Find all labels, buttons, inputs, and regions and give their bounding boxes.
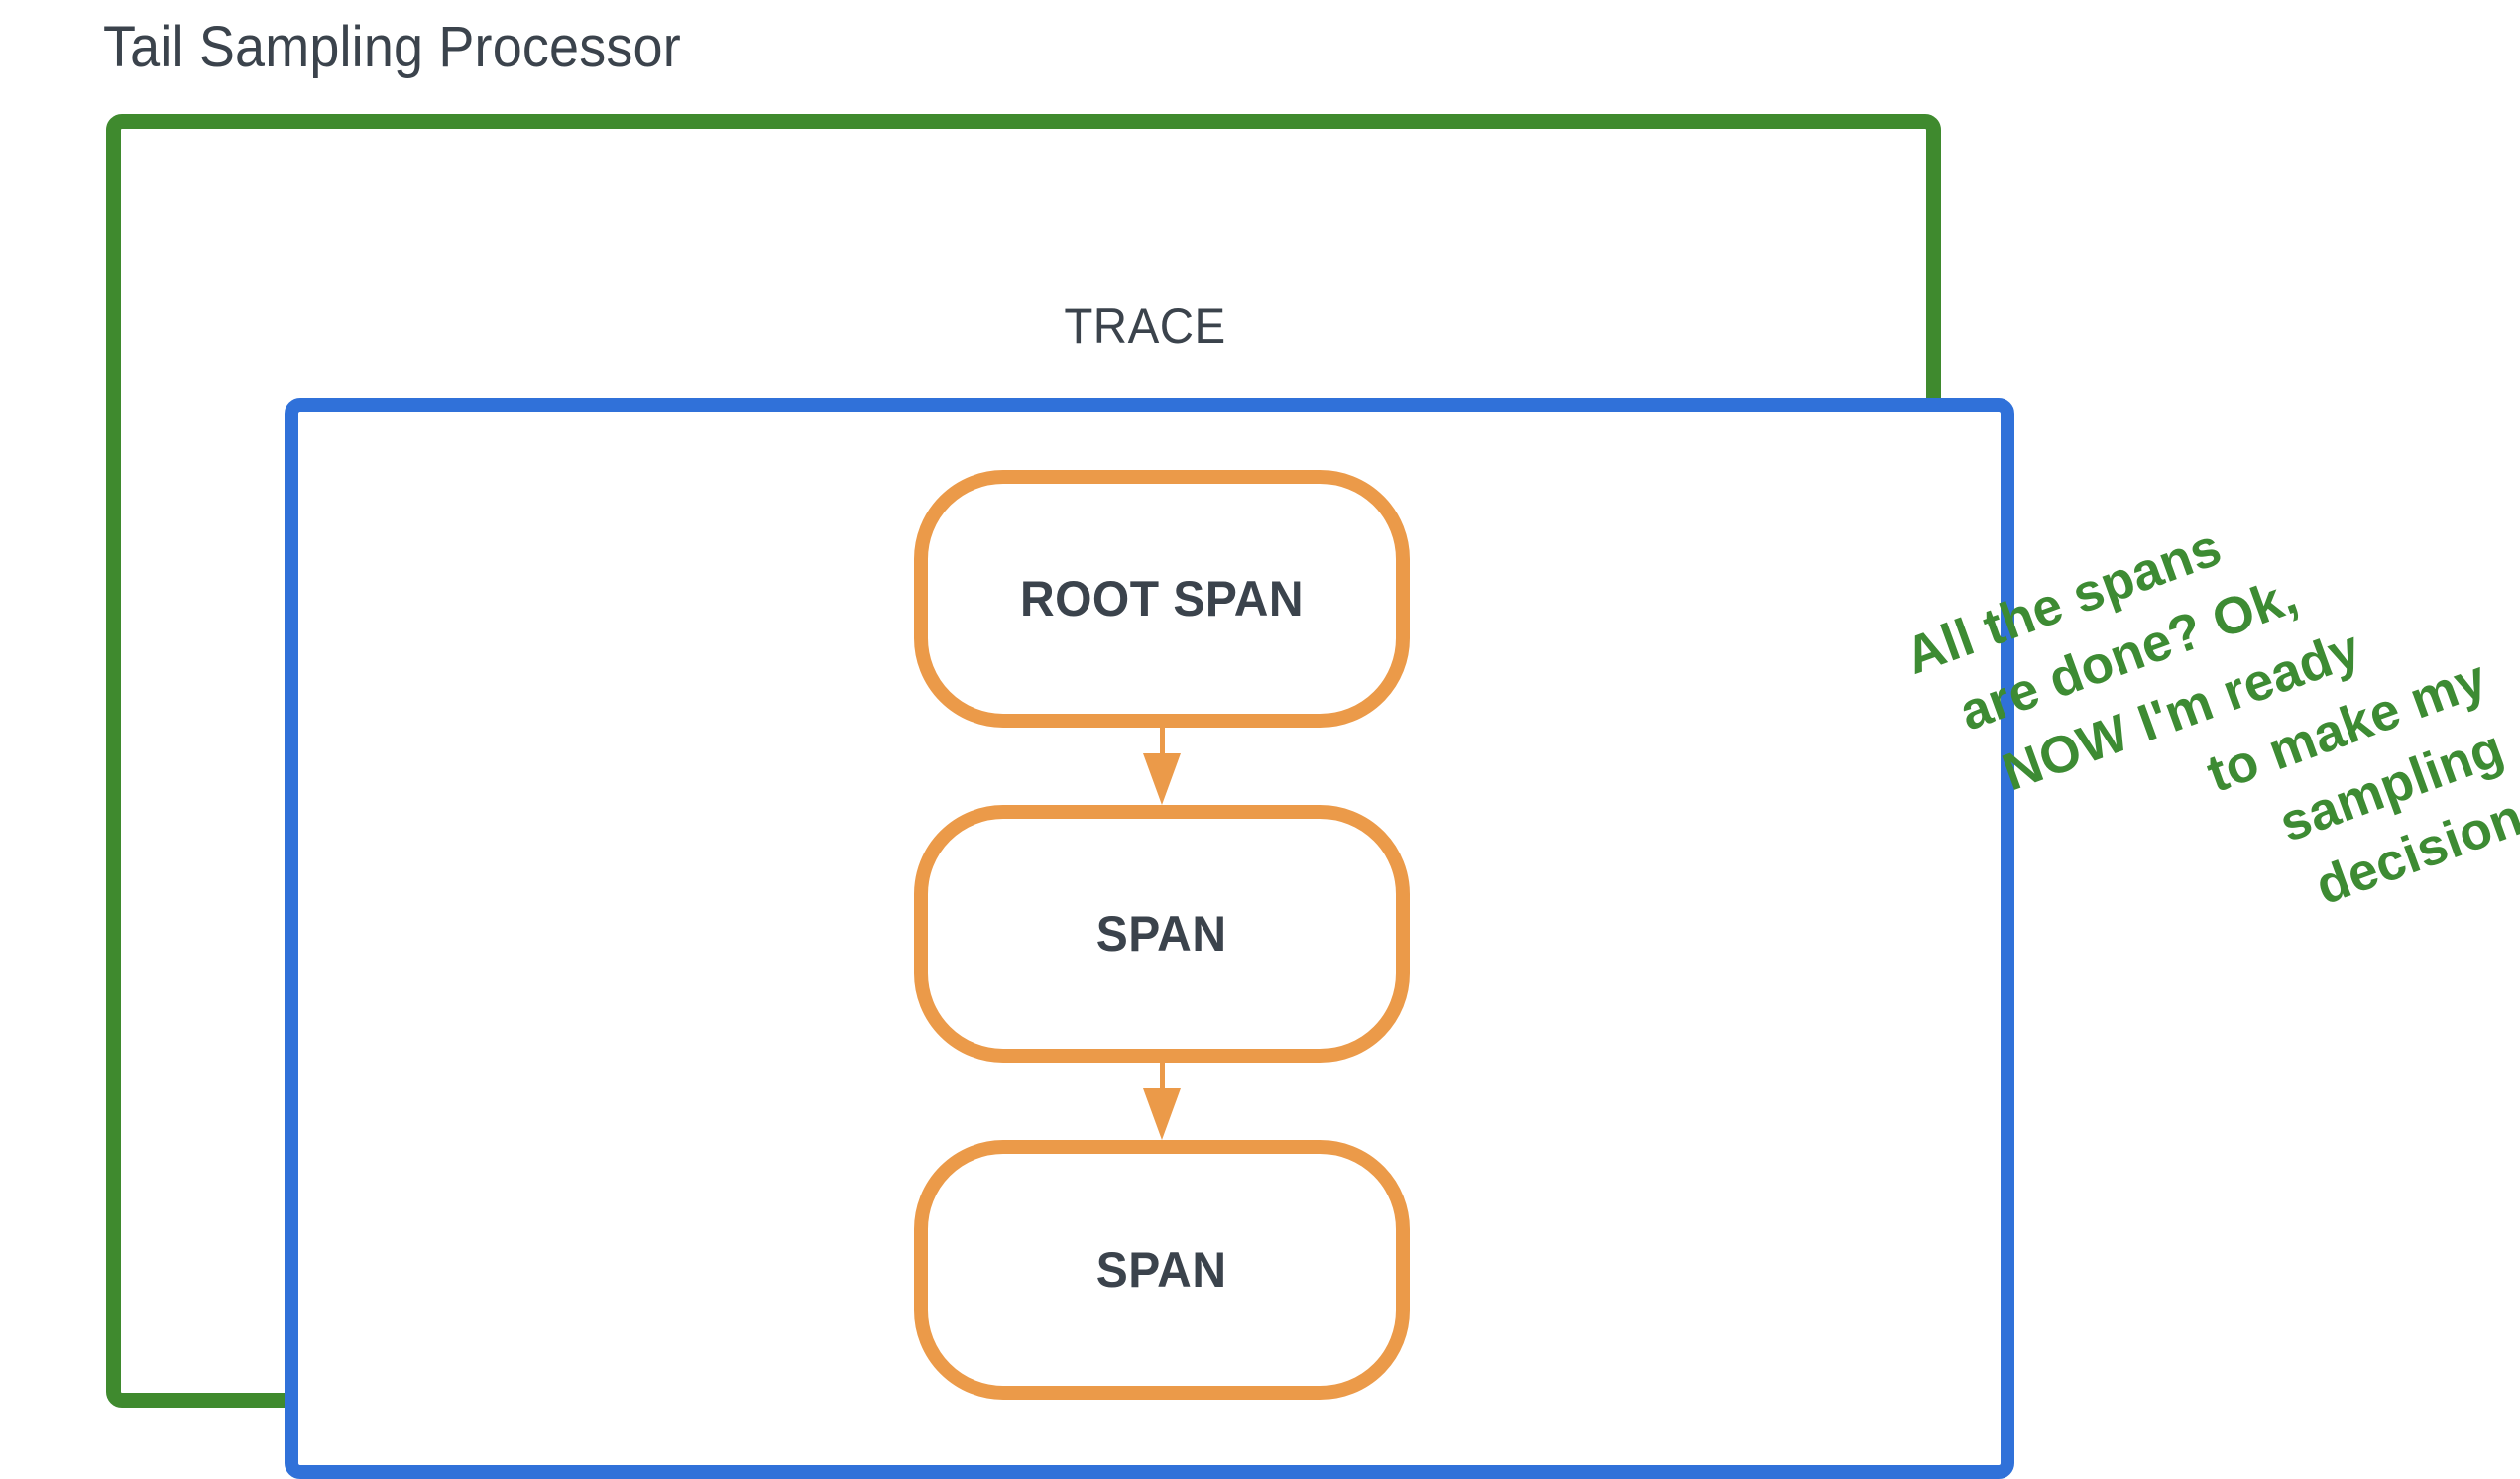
arrow-head <box>1143 753 1181 805</box>
page-title: Tail Sampling Processor <box>103 15 681 79</box>
arrow-line <box>1160 1063 1165 1092</box>
span-node-label: SPAN <box>1096 906 1227 962</box>
tail-sampling-processor-boundary: TRACE ROOT SPAN SPAN SPAN <box>106 114 2014 1479</box>
span-arrow-down-icon <box>1143 728 1181 805</box>
span-node-label: SPAN <box>1096 1242 1227 1298</box>
trace-label: TRACE <box>1064 298 1226 354</box>
span-node-child-2[interactable]: SPAN <box>914 1140 1410 1400</box>
span-node-root[interactable]: ROOT SPAN <box>914 470 1410 728</box>
span-arrow-down-icon <box>1143 1063 1181 1140</box>
span-node-label: ROOT SPAN <box>1019 571 1305 626</box>
span-node-child-1[interactable]: SPAN <box>914 805 1410 1063</box>
arrow-line <box>1160 728 1165 757</box>
arrow-head <box>1143 1088 1181 1140</box>
